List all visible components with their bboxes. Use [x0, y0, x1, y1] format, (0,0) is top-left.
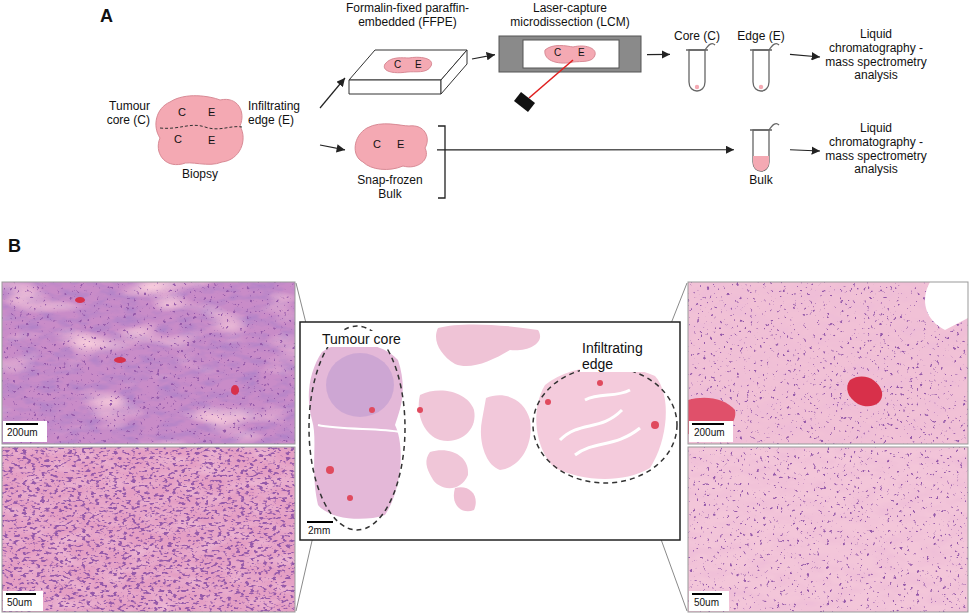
region-letter: E — [208, 134, 215, 147]
tissue-blob — [384, 57, 431, 72]
tube-cap — [750, 44, 779, 50]
arrow-connector — [472, 55, 495, 59]
node-title: Biopsy — [158, 168, 242, 182]
analysis-step: Liquid chromatography - mass spectrometr… — [820, 28, 934, 86]
tube — [753, 130, 769, 171]
region-label: Infiltrating edge (E) — [248, 100, 314, 128]
sample-tube: Edge (E) — [734, 30, 790, 96]
region-label: Tumour core (C) — [90, 100, 150, 128]
region-letter: E — [415, 59, 422, 71]
bracket — [438, 126, 445, 198]
tube-cap — [750, 124, 779, 130]
region-letter: E — [208, 106, 215, 119]
tube-content — [695, 85, 699, 89]
region-label: Tumour core — [320, 331, 403, 347]
laser-device — [514, 92, 535, 112]
node-title: Formalin-fixed paraffin-embedded (FFPE) — [345, 2, 470, 30]
laser-beam — [529, 60, 573, 98]
scale-label: 200um — [692, 427, 727, 439]
region-letter: E — [397, 138, 404, 151]
region-letter: C — [174, 133, 182, 146]
analysis-step: Liquid chromatography - mass spectrometr… — [820, 122, 934, 180]
tube-cap — [686, 44, 715, 50]
scale-label: 200um — [5, 427, 40, 439]
tissue-blob — [355, 124, 427, 170]
overview-slide — [300, 322, 680, 540]
arrow-connector — [320, 145, 345, 150]
micrograph — [2, 282, 295, 444]
tube — [753, 50, 769, 91]
tube-content — [759, 85, 763, 89]
tube-label: Edge (E) — [734, 30, 788, 44]
lcm-slide: Laser-capture microdissection (LCM) C E — [495, 2, 647, 114]
tube-label: Bulk — [734, 174, 788, 188]
block-front — [349, 80, 441, 94]
analysis-text: Liquid chromatography - mass spectrometr… — [820, 122, 932, 177]
arrow-connector — [647, 54, 670, 55]
tube — [689, 50, 705, 91]
node-title: Laser-capture microdissection (LCM) — [495, 2, 645, 30]
analysis-text: Liquid chromatography - mass spectrometr… — [820, 28, 932, 83]
sample-tube: Bulk — [734, 126, 790, 192]
micrograph — [688, 447, 968, 612]
arrow-connector — [790, 150, 820, 151]
glass-slide — [499, 36, 641, 72]
region-label: Infiltrating edge — [580, 340, 664, 372]
panel-letter: A — [100, 6, 113, 27]
region-letter: C — [178, 106, 186, 119]
panel-letter: B — [8, 236, 21, 257]
frozen-sample: Snap-frozen Bulk C E — [345, 122, 437, 204]
scale-label: 50um — [5, 597, 34, 609]
block-side — [441, 50, 467, 94]
arrow-connector — [320, 78, 345, 108]
micrograph — [2, 447, 295, 612]
arrow-connector — [437, 149, 734, 150]
ffpe-block: Formalin-fixed paraffin-embedded (FFPE) C… — [345, 2, 472, 97]
dashed-boundary — [160, 125, 242, 129]
leader-lines — [296, 283, 687, 611]
region-letter: C — [373, 138, 381, 151]
slide-window — [523, 40, 619, 68]
tube-content — [753, 156, 769, 171]
node-title: Snap-frozen Bulk — [345, 174, 435, 202]
tissue-blob — [545, 46, 595, 64]
scale-label: 50um — [692, 597, 721, 609]
region-letter: E — [578, 47, 585, 59]
region-letter: C — [394, 59, 401, 71]
region-letter: C — [554, 47, 561, 59]
tube-label: Core (C) — [670, 30, 724, 44]
micrograph — [688, 282, 968, 444]
scale-label: 2mm — [306, 525, 332, 537]
arrow-connector — [790, 54, 820, 57]
sample-tube: Core (C) — [670, 30, 726, 96]
tissue-blob — [156, 96, 243, 165]
biopsy-sample: Tumour core (C) C E C E Infiltrating edge (E)… — [90, 90, 320, 190]
